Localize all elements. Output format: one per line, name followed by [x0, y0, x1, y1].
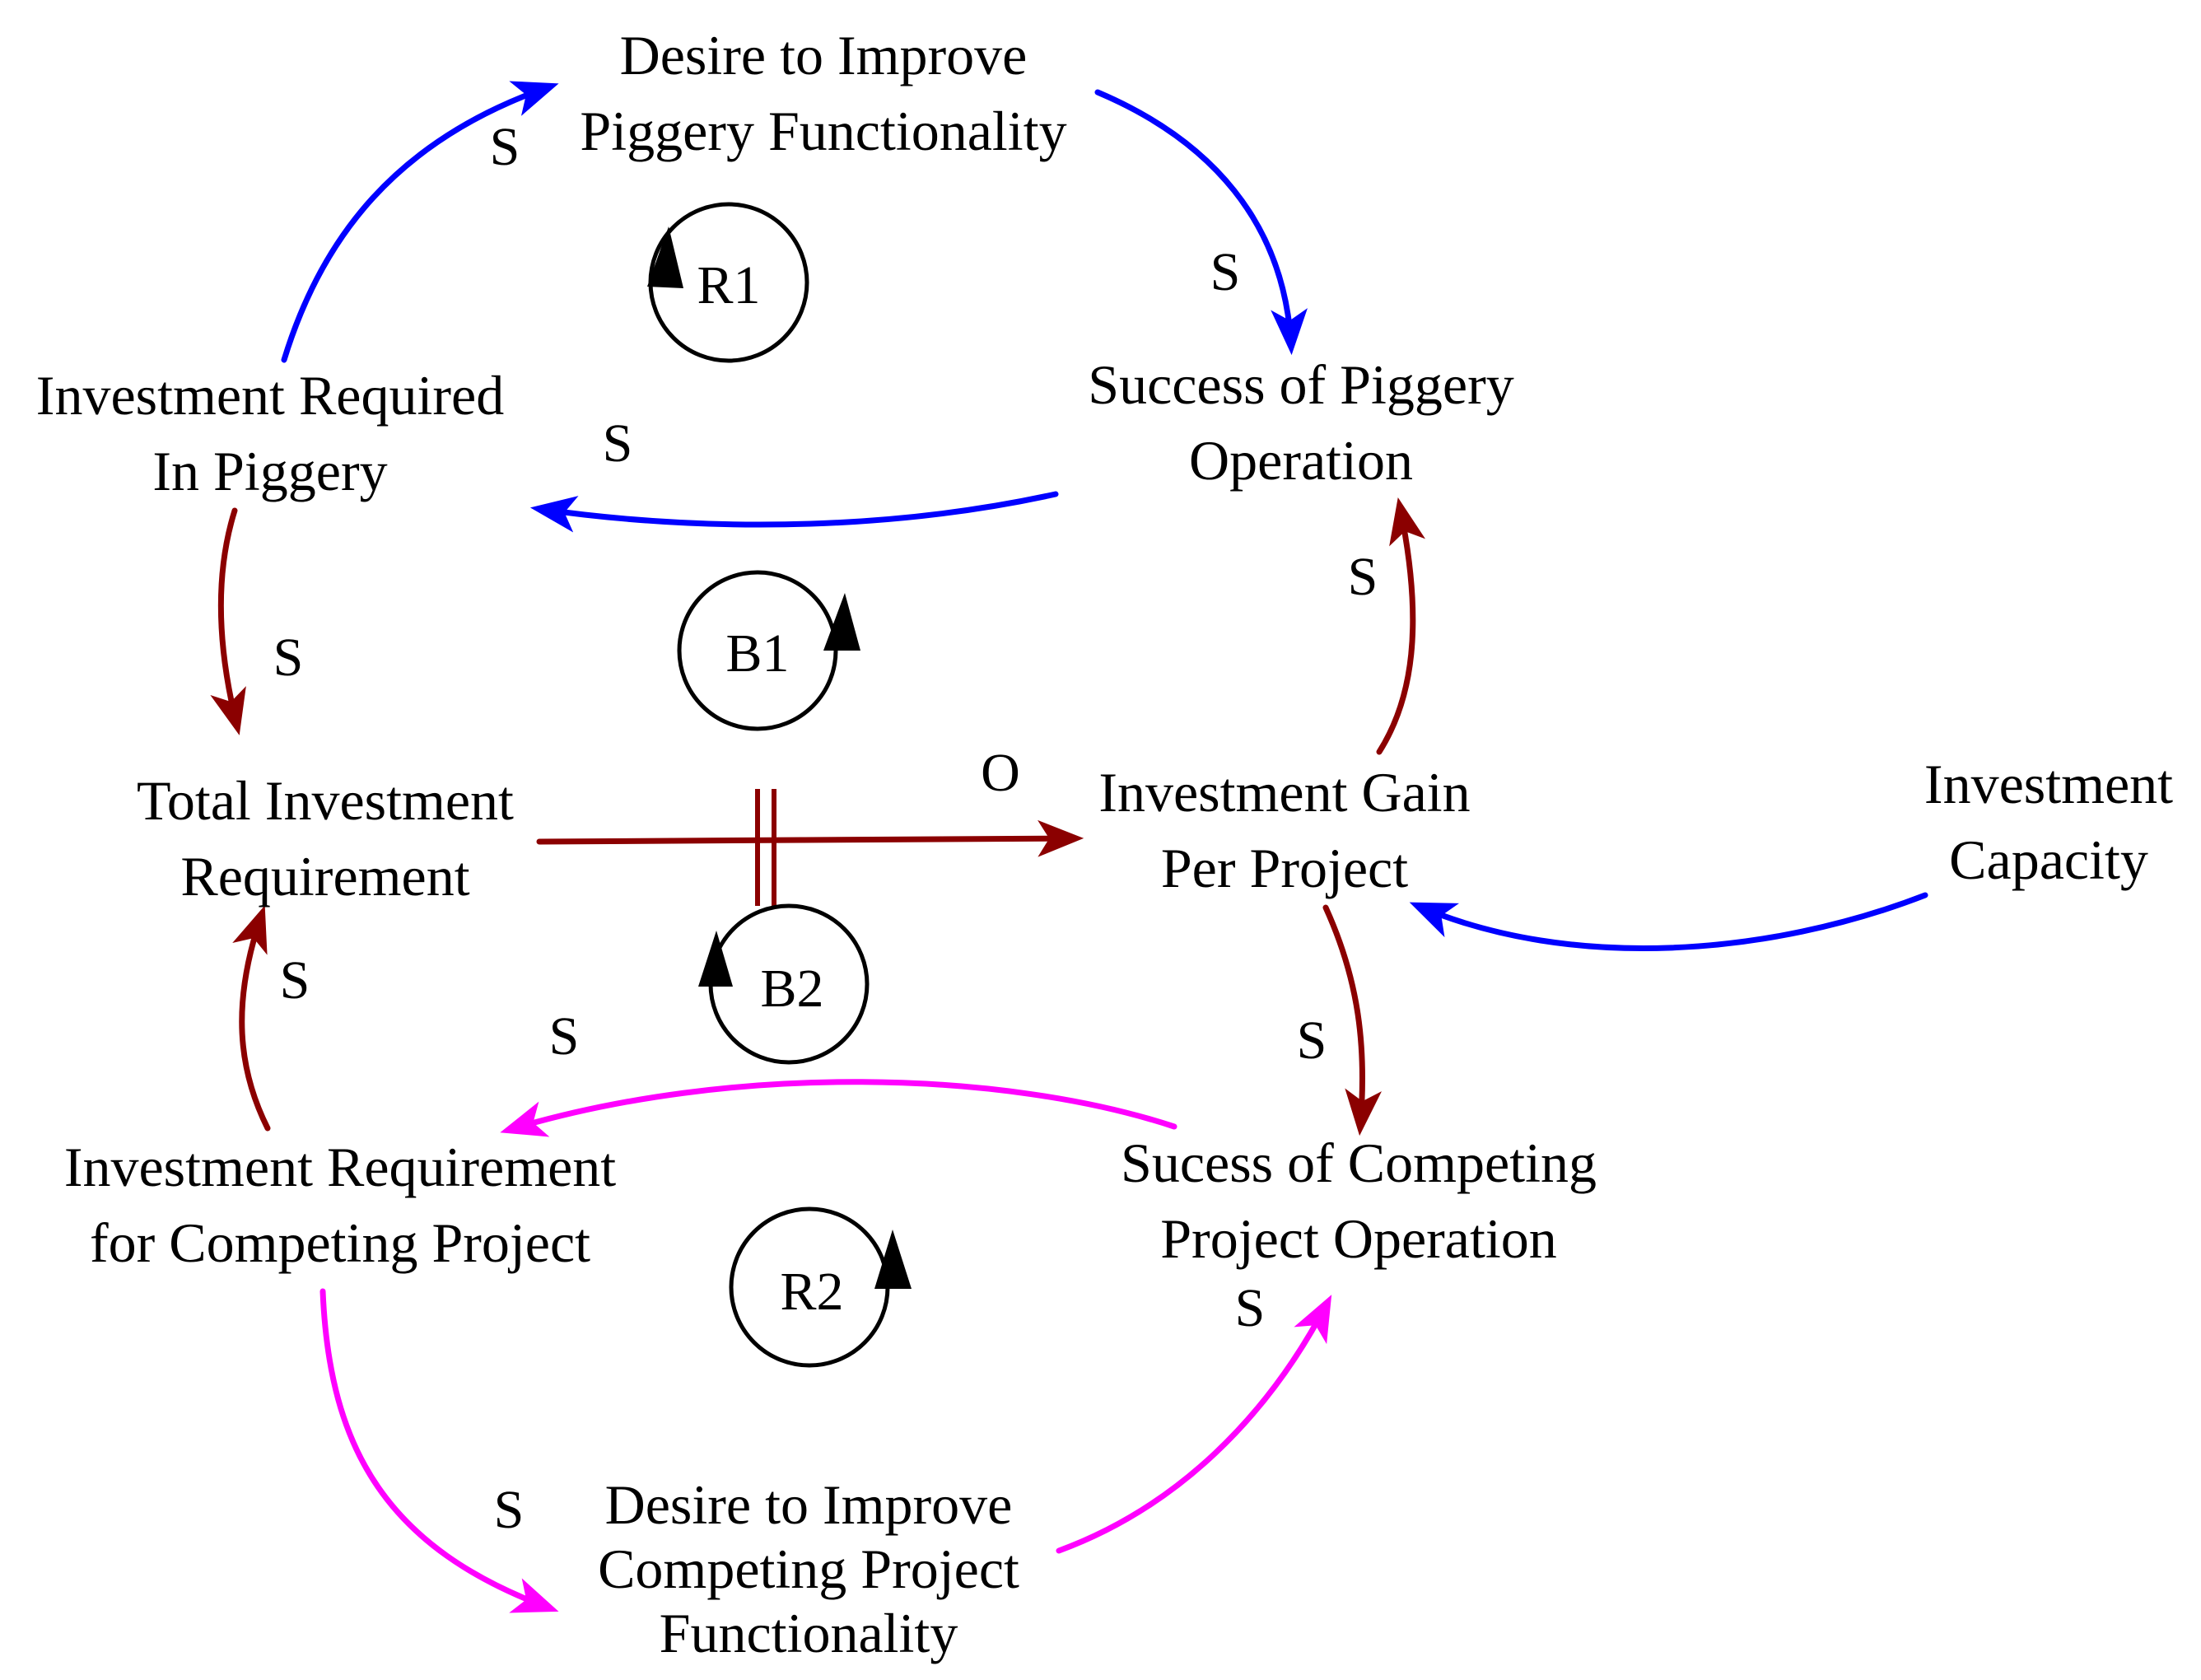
node-label-line: Success of Piggery	[1088, 353, 1513, 416]
link-arrow	[1409, 892, 1928, 951]
node-label-line: Investment	[1924, 753, 2173, 815]
link-total_investment-to-investment_gain: O	[536, 743, 1084, 906]
loop-b1: B1	[677, 570, 860, 731]
polarity-label: O	[981, 743, 1020, 803]
link-investment_gain-to-success_competing: S	[1297, 904, 1382, 1136]
node-label-line: Desire to Improve	[620, 24, 1028, 86]
link-arrow	[210, 507, 246, 735]
link-arrow	[500, 1079, 1177, 1137]
link-invest_req_competing-to-desire_competing: S	[319, 1288, 559, 1613]
link-investment_gain-to-success_piggery: S	[1348, 497, 1426, 755]
node-invest-required-piggery: Investment Required In Piggery	[36, 364, 504, 502]
polarity-label: S	[1297, 1010, 1327, 1071]
loop-label: B1	[725, 623, 789, 684]
loop-r1: R1	[647, 202, 809, 363]
loop-label: B2	[760, 959, 823, 1019]
node-label-line: Investment Requirement	[64, 1136, 616, 1198]
link-invest_required_piggery-to-total_investment: S	[210, 507, 304, 735]
link-success_piggery-to-invest_required_piggery: S	[529, 413, 1059, 533]
loop-label: R2	[780, 1262, 843, 1322]
node-label-line: Per Project	[1161, 837, 1408, 899]
loop-arrowhead	[823, 593, 860, 651]
node-label-line: Sucess of Competing	[1121, 1132, 1597, 1194]
link-success_competing-to-invest_req_competing: S	[500, 1006, 1177, 1137]
loop-arrowhead	[874, 1230, 912, 1289]
node-label-line: Capacity	[1949, 828, 2148, 891]
node-label-line: Piggery Functionality	[580, 100, 1066, 162]
node-label-line: Desire to Improve	[605, 1473, 1013, 1536]
loop-arrowhead	[698, 931, 733, 987]
node-label-line: Total Investment	[137, 769, 514, 832]
link-invest_required_piggery-to-desire_piggery: S	[281, 81, 559, 363]
loop-arrowhead	[647, 226, 683, 288]
polarity-label: S	[494, 1480, 525, 1540]
node-label-line: In Piggery	[152, 440, 387, 502]
polarity-label: S	[603, 413, 633, 474]
node-label-line: for Competing Project	[90, 1211, 590, 1274]
polarity-label: S	[1235, 1278, 1266, 1338]
link-arrow	[536, 819, 1084, 857]
link-arrow	[529, 491, 1059, 533]
link-arrow	[1094, 89, 1308, 356]
link-arrow	[232, 905, 271, 1132]
node-label-line: Functionality	[660, 1602, 958, 1664]
node-label-line: Project Operation	[1160, 1207, 1557, 1270]
link-arrow	[1322, 904, 1382, 1136]
polarity-label: S	[1210, 242, 1241, 302]
node-invest-req-competing: Investment Requirement for Competing Proj…	[64, 1136, 616, 1274]
link-investment_capacity-to-investment_gain	[1409, 892, 1928, 951]
node-label-line: Investment Gain	[1098, 761, 1470, 824]
link-arrow	[281, 81, 559, 363]
link-arrow	[1056, 1295, 1332, 1554]
polarity-label: S	[549, 1006, 580, 1066]
polarity-label: S	[1348, 547, 1378, 607]
loop-b2: B2	[698, 903, 870, 1065]
link-desire_competing-to-success_competing: S	[1056, 1278, 1332, 1554]
link-invest_req_competing-to-total_investment: S	[232, 905, 310, 1132]
link-desire_piggery-to-success_piggery: S	[1094, 89, 1308, 356]
node-label-line: Requirement	[180, 845, 469, 908]
link-arrow	[319, 1288, 559, 1613]
link-arrow	[1376, 497, 1426, 755]
loop-label: R1	[697, 255, 760, 315]
polarity-label: S	[280, 950, 310, 1010]
node-label-line: Competing Project	[598, 1538, 1019, 1600]
node-label-line: Operation	[1189, 429, 1413, 492]
polarity-label: S	[490, 117, 520, 177]
node-label-line: Investment Required	[36, 364, 504, 427]
polarity-label: S	[273, 628, 304, 688]
loop-r2: R2	[729, 1206, 912, 1368]
